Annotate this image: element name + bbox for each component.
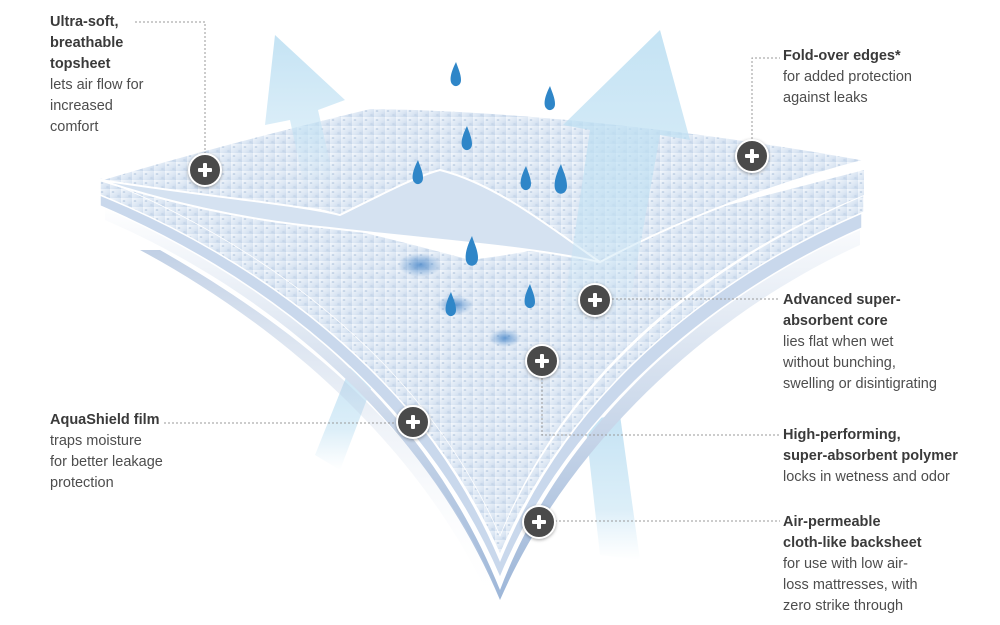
leader-line-topsheet: [135, 21, 206, 153]
callout-title: Fold-over edges*: [783, 48, 901, 64]
topsheet-layer: [99, 106, 867, 264]
water-droplet-icon: [465, 236, 478, 266]
callout-core: Advanced super- absorbent core lies flat…: [783, 290, 937, 395]
callout-desc: for use with low air- loss mattresses, w…: [783, 556, 918, 614]
callout-desc: lies flat when wet without bunching, swe…: [783, 334, 937, 392]
water-droplet-icon: [544, 86, 555, 111]
callout-aquashield: AquaShield film traps moisture for bette…: [50, 410, 163, 494]
water-droplet-icon: [450, 62, 461, 87]
callout-title: Ultra-soft, breathable topsheet: [50, 14, 124, 72]
water-droplet-icon: [554, 164, 567, 194]
callout-title: Air-permeable cloth-like backsheet: [783, 514, 922, 551]
water-droplet-icon: [524, 284, 535, 309]
aquashield-hotspot-button[interactable]: [396, 405, 430, 439]
callout-desc: lets air flow for increased comfort: [50, 77, 144, 135]
topsheet-hotspot-button[interactable]: [188, 153, 222, 187]
fold-over-hotspot-button[interactable]: [735, 139, 769, 173]
core-layer-top: [100, 170, 864, 535]
air-flow-arrow-icon: [585, 415, 640, 560]
water-droplets: [412, 62, 567, 317]
callout-fold-over: Fold-over edges* for added protection ag…: [783, 46, 912, 109]
wet-spot: [398, 253, 442, 277]
air-flow-arrow-icon: [560, 30, 690, 335]
water-droplet-icon: [520, 166, 531, 191]
callout-title: Advanced super- absorbent core: [783, 292, 901, 329]
leader-line-fold-over: [751, 57, 780, 143]
wet-spot: [489, 329, 521, 347]
air-flow-arrows-top: [265, 30, 690, 335]
callout-desc: traps moisture for better leakage protec…: [50, 433, 163, 491]
backsheet-hotspot-button[interactable]: [522, 505, 556, 539]
callout-topsheet: Ultra-soft, breathable topsheet lets air…: [50, 12, 143, 138]
water-droplet-icon: [461, 126, 472, 151]
air-flow-arrow-icon: [265, 35, 345, 190]
callout-desc: for added protection against leaks: [783, 69, 912, 106]
core-layer: [99, 176, 865, 557]
leader-lines: [135, 21, 780, 522]
leader-line-polymer: [541, 374, 780, 436]
callout-title: High-performing, super-absorbent polymer: [783, 427, 958, 464]
callout-title: AquaShield film: [50, 412, 160, 428]
callout-polymer: High-performing, super-absorbent polymer…: [783, 425, 958, 488]
water-droplet-icon: [412, 160, 423, 185]
callout-desc: locks in wetness and odor: [783, 469, 950, 485]
polymer-hotspot-button[interactable]: [525, 344, 559, 378]
peeled-corner: [99, 168, 601, 263]
callout-backsheet: Air-permeable cloth-like backsheet for u…: [783, 512, 922, 617]
water-droplet-icon: [445, 292, 456, 317]
core-hotspot-button[interactable]: [578, 283, 612, 317]
